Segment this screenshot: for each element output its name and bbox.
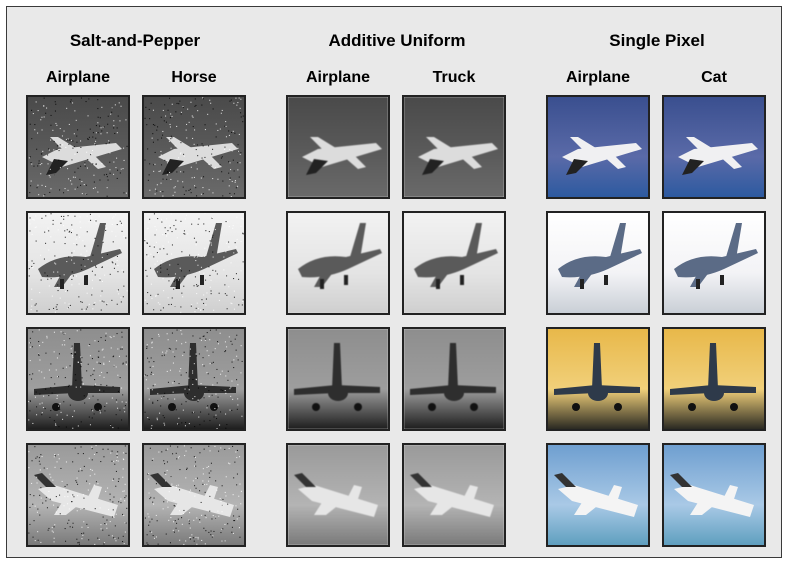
thumbnail-image (548, 445, 648, 545)
airplane-shape (554, 343, 640, 411)
salt-pepper-noise (144, 329, 243, 429)
thumbnail-image (288, 213, 388, 313)
thumbnail-image (144, 445, 244, 545)
salt-pepper-noise (144, 97, 244, 197)
thumbnail-image (548, 329, 648, 429)
airplane-shape (562, 137, 642, 175)
thumbnail-3-airplane-row-2 (546, 211, 650, 315)
thumbnail-image (144, 329, 244, 429)
thumbnail-image (404, 445, 504, 545)
salt-pepper-noise (28, 97, 128, 197)
airplane-shape (674, 223, 758, 289)
airplane-shape (410, 473, 494, 517)
airplane-shape (302, 137, 382, 175)
thumbnail-2-airplane-row-2 (286, 211, 390, 315)
thumbnail-3-cat-row-2 (662, 211, 766, 315)
thumbnail-3-cat-row-1 (662, 95, 766, 199)
thumbnail-2-truck-row-3 (402, 327, 506, 431)
thumbnail-image (664, 445, 764, 545)
thumbnail-image (664, 329, 764, 429)
thumbnail-image (548, 97, 648, 197)
airplane-shape (558, 223, 642, 289)
thumbnail-image (144, 213, 244, 313)
airplane-shape (670, 343, 756, 411)
airplane-shape (158, 137, 238, 175)
thumbnail-image (288, 329, 388, 429)
airplane-shape (150, 343, 236, 411)
column-label-truck: Truck (432, 69, 476, 86)
airplane-shape (670, 473, 754, 517)
column-label-cat: Cat (701, 69, 727, 86)
thumbnail-1-airplane-row-4 (26, 443, 130, 547)
thumbnail-image (404, 329, 504, 429)
airplane-shape (294, 473, 378, 517)
thumbnail-3-cat-row-4 (662, 443, 766, 547)
salt-pepper-noise (28, 329, 127, 429)
salt-pepper-noise (144, 445, 242, 545)
thumbnail-2-truck-row-4 (402, 443, 506, 547)
salt-pepper-noise (28, 445, 128, 545)
group-title-single-pixel: Single Pixel (609, 31, 705, 50)
thumbnail-3-cat-row-3 (662, 327, 766, 431)
column-label-airplane-2: Airplane (305, 69, 370, 86)
airplane-shape (414, 223, 498, 289)
thumbnail-image (664, 213, 764, 313)
group-title-additive-uniform: Additive Uniform (328, 31, 466, 50)
thumbnail-image (288, 97, 388, 197)
thumbnail-2-airplane-row-1 (286, 95, 390, 199)
thumbnail-2-truck-row-2 (402, 211, 506, 315)
airplane-shape (410, 343, 496, 411)
airplane-shape (38, 223, 122, 289)
thumbnail-2-airplane-row-4 (286, 443, 390, 547)
airplane-shape (298, 223, 382, 289)
thumbnail-image (664, 97, 764, 197)
airplane-shape (34, 343, 120, 411)
airplane-shape (678, 137, 758, 175)
airplane-shape (42, 137, 122, 175)
salt-pepper-noise (144, 213, 244, 313)
thumbnail-2-truck-row-1 (402, 95, 506, 199)
thumbnail-1-airplane-row-2 (26, 211, 130, 315)
thumbnail-image (404, 213, 504, 313)
thumbnail-1-horse-row-4 (142, 443, 246, 547)
thumbnail-image (548, 213, 648, 313)
airplane-shape (554, 473, 638, 517)
thumbnail-image (28, 213, 128, 313)
airplane-shape (34, 473, 118, 517)
thumbnail-image (404, 97, 504, 197)
thumbnail-3-airplane-row-3 (546, 327, 650, 431)
thumbnail-image (28, 445, 128, 545)
thumbnail-1-horse-row-2 (142, 211, 246, 315)
thumbnail-image (288, 445, 388, 545)
airplane-shape (154, 223, 238, 289)
airplane-shape (418, 137, 498, 175)
thumbnail-1-horse-row-3 (142, 327, 246, 431)
column-label-horse: Horse (171, 69, 217, 86)
thumbnail-image (144, 97, 244, 197)
airplane-shape (294, 343, 380, 411)
thumbnail-2-airplane-row-3 (286, 327, 390, 431)
thumbnail-1-horse-row-1 (142, 95, 246, 199)
thumbnail-3-airplane-row-1 (546, 95, 650, 199)
thumbnail-image (28, 329, 128, 429)
group-title-salt-and-pepper: Salt-and-Pepper (69, 31, 201, 50)
thumbnail-image (28, 97, 128, 197)
thumbnail-1-airplane-row-3 (26, 327, 130, 431)
column-label-airplane-1: Airplane (45, 69, 110, 86)
salt-pepper-noise (28, 213, 128, 313)
thumbnail-3-airplane-row-4 (546, 443, 650, 547)
column-label-airplane-3: Airplane (565, 69, 630, 86)
thumbnail-1-airplane-row-1 (26, 95, 130, 199)
figure-panel: Salt-and-Pepper Additive Uniform Single … (6, 6, 782, 558)
